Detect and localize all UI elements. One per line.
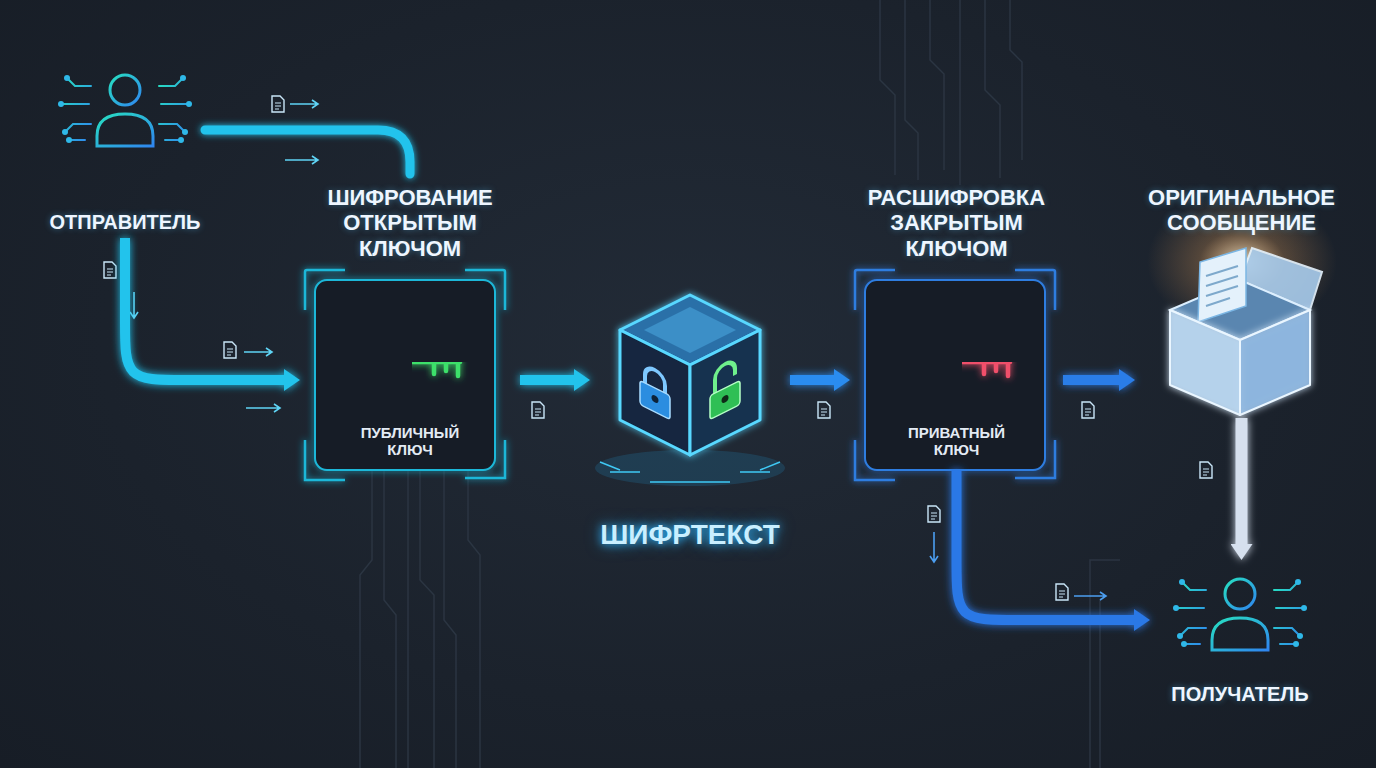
- node-label: ОТПРАВИТЕЛЬ: [50, 211, 201, 238]
- node-label: ПОЛУЧАТЕЛЬ: [1171, 683, 1308, 710]
- encrypt-step: ШИФРОВАНИЕ ОТКРЫТЫМ КЛЮЧОМ ПУБЛИЧНЫЙ КЛЮЧ: [300, 183, 520, 470]
- receiver-node: ПОЛУЧАТЕЛЬ: [1150, 560, 1330, 710]
- flow-arrow: [790, 375, 834, 385]
- flow-arrow: [520, 375, 574, 385]
- flow-arrow: [1236, 418, 1248, 544]
- flow-arrow: [1063, 375, 1119, 385]
- sender-node: ОТПРАВИТЕЛЬ: [40, 60, 210, 238]
- step-heading: ОРИГИНАЛЬНОЕ СООБЩЕНИЕ: [1139, 185, 1344, 236]
- key-label: ПРИВАТНЫЙ КЛЮЧ: [897, 424, 1017, 459]
- flow-arrow: [957, 470, 1135, 620]
- key-label: ПУБЛИЧНЫЙ КЛЮЧ: [350, 424, 470, 459]
- ciphertext-label: ШИФРТЕКСТ: [600, 519, 780, 555]
- step-heading: РАСШИФРОВКА ЗАКРЫТЫМ КЛЮЧОМ: [854, 185, 1059, 261]
- step-heading: ШИФРОВАНИЕ ОТКРЫТЫМ КЛЮЧОМ: [308, 185, 513, 261]
- decrypt-step: РАСШИФРОВКА ЗАКРЫТЫМ КЛЮЧОМ ПРИВАТНЫЙ КЛЮ…: [850, 183, 1063, 470]
- flow-arrow: [125, 238, 284, 380]
- original-message: ОРИГИНАЛЬНОЕ СООБЩЕНИЕ: [1135, 183, 1348, 418]
- ciphertext-cube: ШИФРТЕКСТ: [590, 290, 790, 555]
